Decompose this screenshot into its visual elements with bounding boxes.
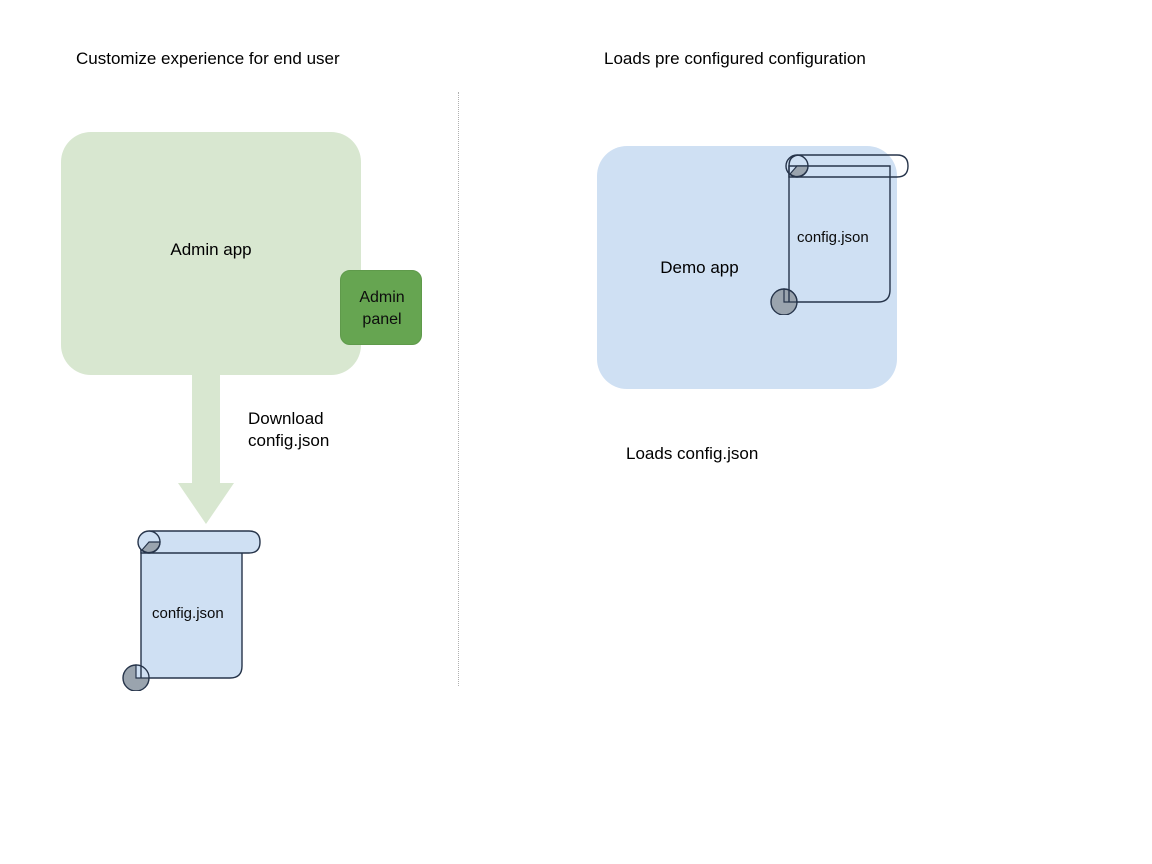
config-json-document-left[interactable] <box>118 526 268 691</box>
section-divider <box>458 92 459 686</box>
download-arrow-icon <box>178 373 234 524</box>
admin-app-label: Admin app <box>170 240 252 259</box>
left-section-title: Customize experience for end user <box>76 49 340 68</box>
demo-app-label: Demo app <box>660 258 739 277</box>
admin-app-container: Admin app Admin panel <box>61 132 422 375</box>
admin-panel-label-line1: Admin <box>359 288 405 306</box>
download-arrow-label-line2: config.json <box>248 431 330 450</box>
download-arrow-label-line1: Download <box>248 409 324 428</box>
download-arrow-label-group: Download config.json <box>248 408 329 452</box>
admin-panel-label-group: Admin panel <box>341 271 423 346</box>
loads-config-caption: Loads config.json <box>626 444 759 463</box>
right-section-title: Loads pre configured configuration <box>604 49 866 68</box>
admin-panel-box[interactable]: Admin panel <box>340 270 422 345</box>
config-json-label-left: config.json <box>152 605 224 622</box>
demo-app-container: Demo app <box>597 146 897 389</box>
config-json-label-right: config.json <box>797 229 869 246</box>
admin-panel-label-line2: panel <box>362 310 402 328</box>
config-json-document-right[interactable] <box>766 150 916 315</box>
